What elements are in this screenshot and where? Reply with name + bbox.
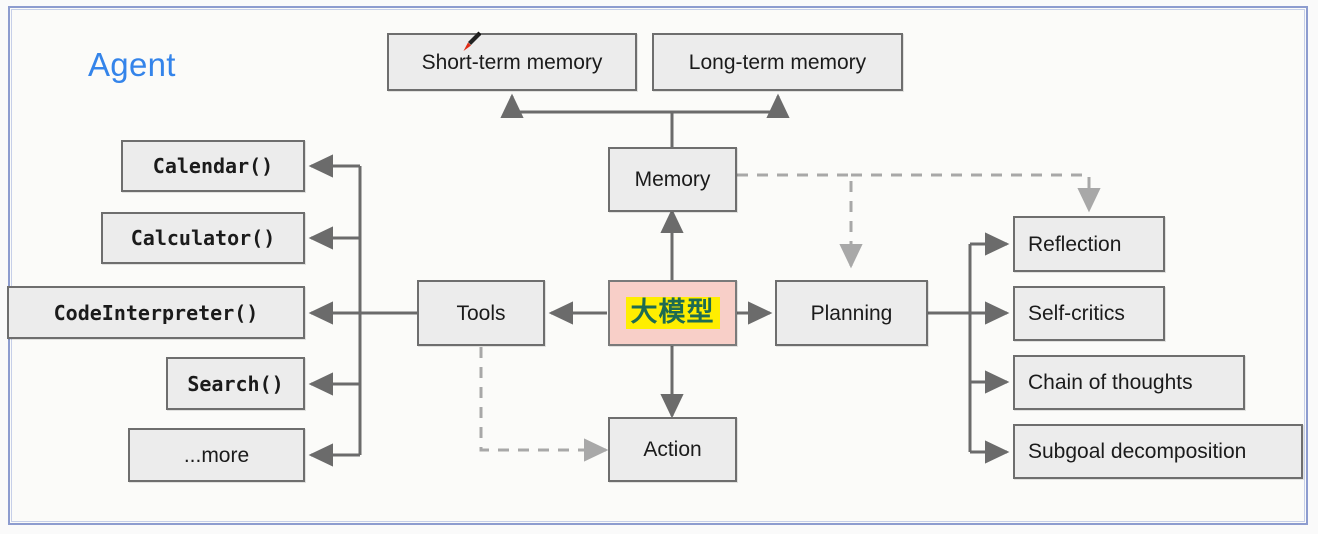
node-planning-chain-of-thoughts[interactable]: Chain of thoughts (1013, 355, 1245, 410)
node-planning-reflection[interactable]: Reflection (1013, 216, 1165, 272)
node-long-term-memory[interactable]: Long-term memory (652, 33, 903, 91)
node-tool-more[interactable]: ...more (128, 428, 305, 482)
node-tools[interactable]: Tools (417, 280, 545, 346)
node-short-term-memory[interactable]: Short-term memory (387, 33, 637, 91)
node-tool-search[interactable]: Search() (166, 357, 305, 410)
node-planning[interactable]: Planning (775, 280, 928, 346)
node-planning-subgoal-decomposition[interactable]: Subgoal decomposition (1013, 424, 1303, 479)
node-action[interactable]: Action (608, 417, 737, 482)
node-llm-label: 大模型 (625, 297, 720, 329)
page-title: Agent (88, 46, 176, 83)
node-tool-calendar[interactable]: Calendar() (121, 140, 305, 192)
red-pen-cursor (463, 31, 481, 51)
node-llm[interactable]: 大模型 (608, 280, 737, 346)
node-tool-calculator[interactable]: Calculator() (101, 212, 305, 264)
node-tool-codeinterpreter[interactable]: CodeInterpreter() (7, 286, 305, 339)
node-planning-self-critics[interactable]: Self-critics (1013, 286, 1165, 341)
node-memory[interactable]: Memory (608, 147, 737, 212)
